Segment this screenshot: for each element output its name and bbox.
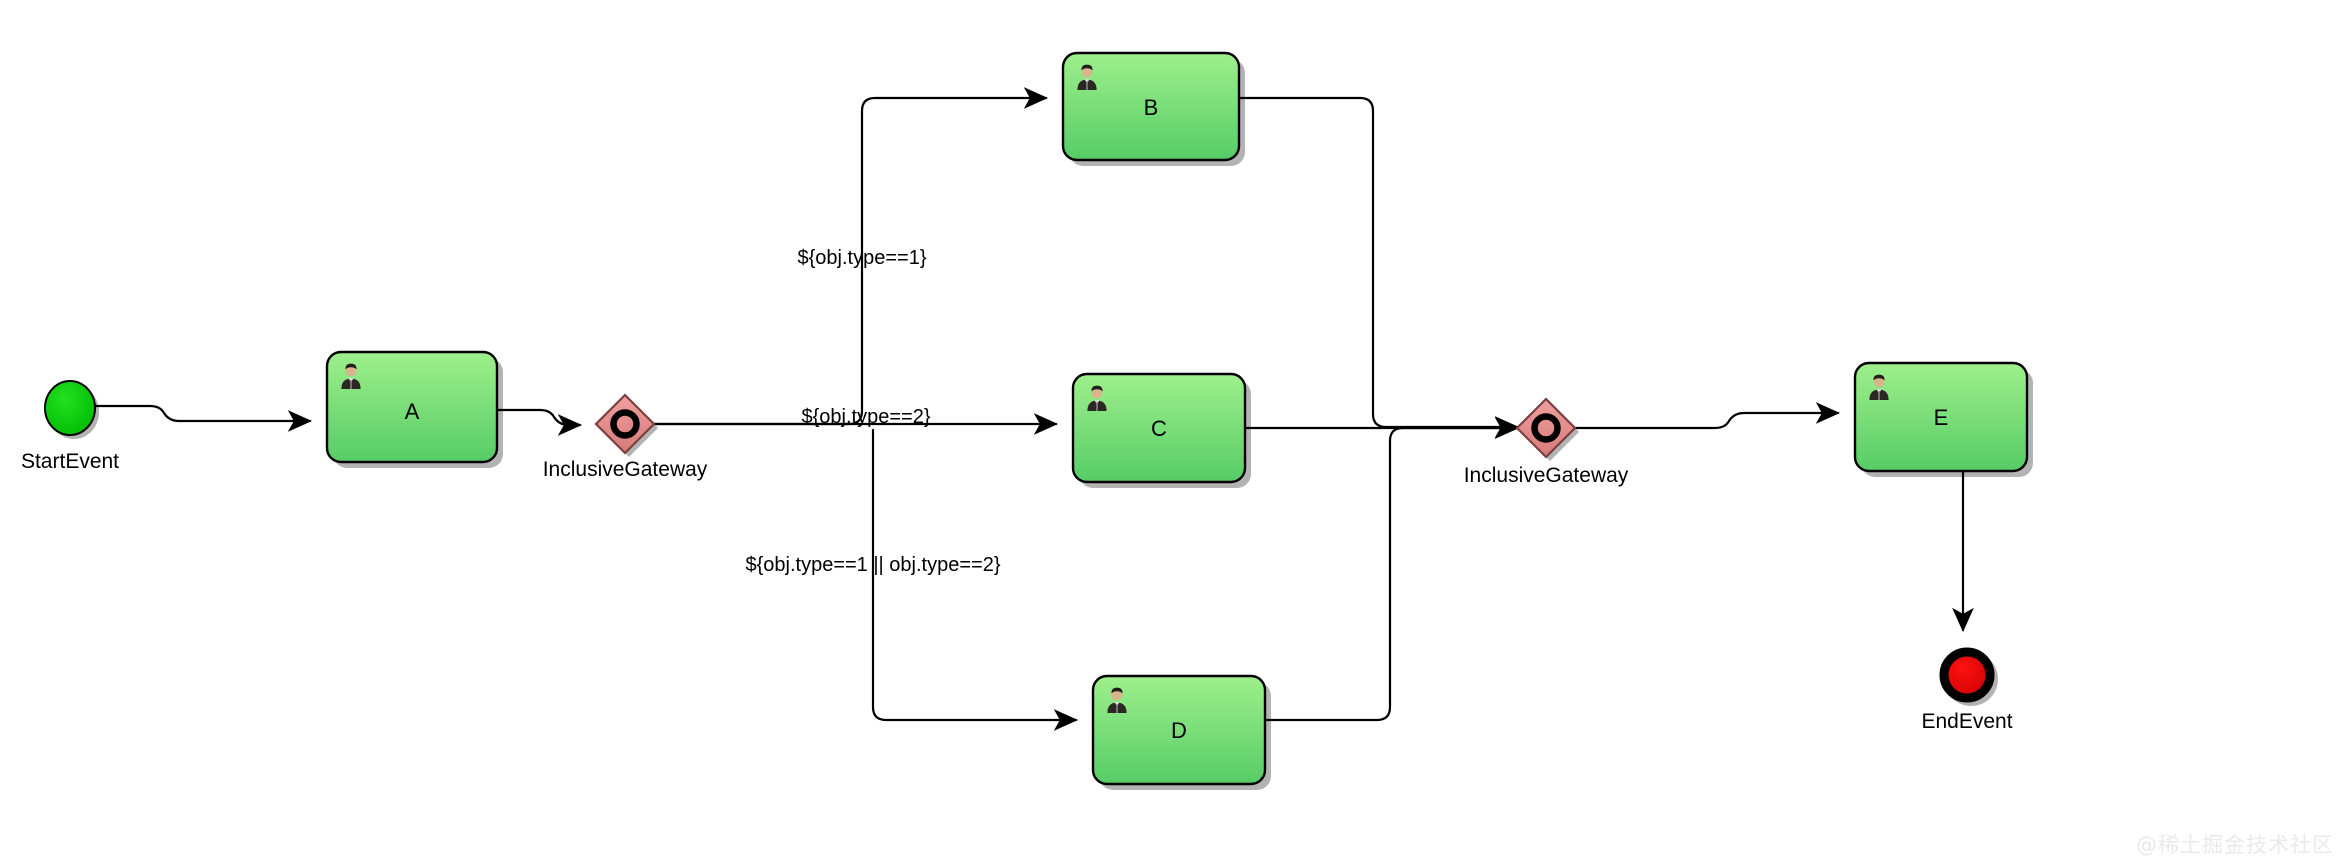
flow-b-to-join[interactable] (1237, 96, 1520, 438)
circle-ring-icon (1531, 413, 1561, 443)
flow-start-to-a[interactable] (94, 404, 313, 432)
flow-gateway-to-d[interactable] (871, 428, 1079, 731)
label-end-event: EndEvent (1921, 710, 2013, 733)
user-icon (341, 363, 361, 389)
node-end-event[interactable] (1939, 647, 1995, 703)
task-label-d: D (1171, 718, 1187, 743)
user-icon (1869, 374, 1889, 400)
node-task-b[interactable] (1061, 51, 1241, 162)
task-label-b: B (1143, 95, 1159, 120)
watermark-text: @稀土掘金技术社区 (2136, 833, 2334, 857)
flow-label-type2: ${obj.type==2} (801, 406, 931, 428)
user-icon (1107, 687, 1127, 713)
flow-label-type1: ${obj.type==1} (797, 247, 927, 269)
node-start-event[interactable] (44, 380, 96, 436)
flow-join-to-e[interactable] (1573, 402, 1841, 430)
flow-a-to-gateway[interactable] (495, 408, 583, 436)
node-task-e[interactable] (1853, 361, 2029, 473)
user-icon (1077, 64, 1097, 90)
node-task-a[interactable] (325, 350, 499, 464)
sequence-flow-layer (94, 87, 1974, 731)
node-task-d[interactable] (1091, 674, 1267, 786)
node-task-c[interactable] (1071, 372, 1247, 484)
task-label-a: A (404, 399, 420, 424)
label-gateway-split: InclusiveGateway (542, 458, 708, 481)
task-label-e: E (1933, 405, 1949, 430)
circle-ring-icon (610, 409, 640, 439)
task-label-c: C (1151, 416, 1167, 441)
node-gateway-split[interactable] (594, 393, 656, 455)
node-layer (44, 51, 2029, 786)
label-gateway-join: InclusiveGateway (1463, 464, 1629, 487)
flow-label-type1-or-type2: ${obj.type==1 || obj.type==2} (745, 554, 1001, 576)
node-gateway-join[interactable] (1515, 397, 1577, 459)
label-start-event: StartEvent (20, 450, 120, 473)
user-icon (1087, 385, 1107, 411)
flow-d-to-join[interactable] (1263, 417, 1520, 722)
